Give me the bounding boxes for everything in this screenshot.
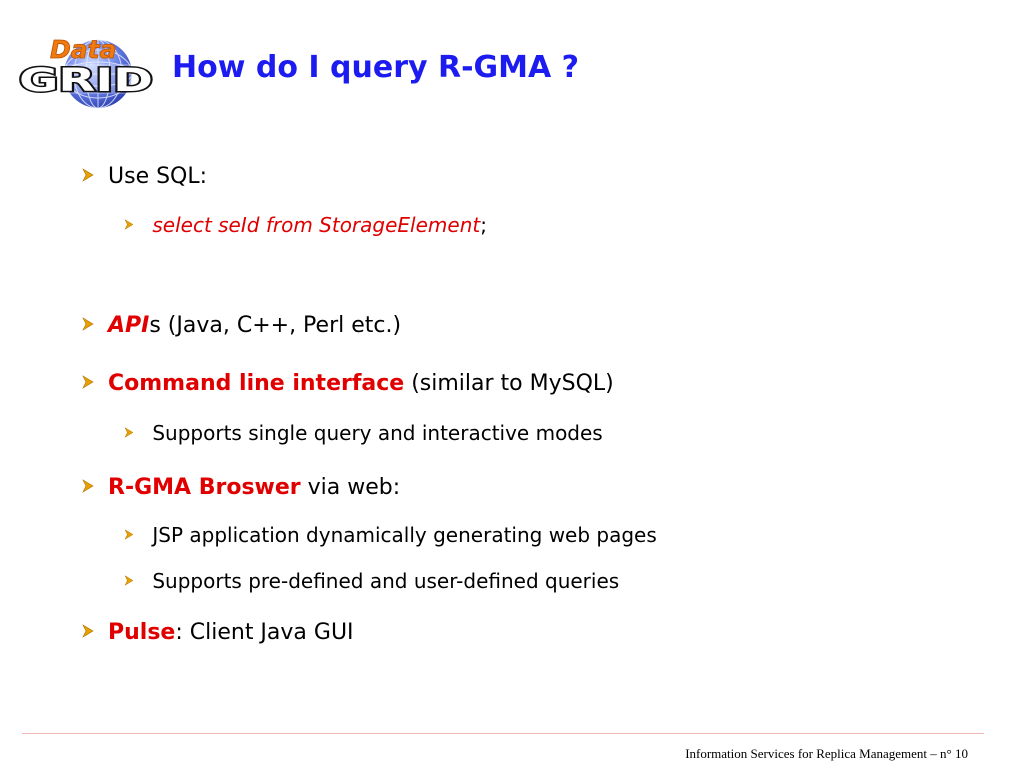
datagrid-logo-graphic: Data GRID — [18, 35, 155, 109]
datagrid-logo: Data GRID — [16, 34, 156, 110]
command-line-highlight: Command line interface — [108, 371, 405, 396]
apis-highlight: API — [108, 313, 150, 338]
sql-query-text: select seId from StorageElement — [152, 213, 481, 237]
logo-grid-text: GRID — [19, 61, 153, 99]
bullet-text: Supports pre-defined and user-defined qu… — [152, 569, 620, 593]
bullet-pulse: Pulse: Client Java GUI — [82, 620, 354, 645]
sql-query-semicolon: ; — [480, 213, 487, 237]
footer-text: Information Services for Replica Managem… — [685, 746, 968, 761]
bullet-sql-example: select seId from StorageElement; — [124, 213, 487, 237]
arrow-bullet-icon — [82, 479, 94, 493]
apis-rest: s (Java, C++, Perl etc.) — [149, 313, 402, 338]
footer-divider — [22, 733, 984, 734]
arrow-bullet-icon — [82, 317, 94, 331]
bullet-apis: APIs (Java, C++, Perl etc.) — [82, 313, 401, 338]
bullet-single-query: Supports single query and interactive mo… — [124, 421, 603, 445]
arrow-bullet-icon — [124, 529, 134, 540]
slide-title: How do I query R-GMA ? — [172, 50, 580, 85]
bullet-text: Use SQL: — [108, 164, 208, 189]
bullet-text: Supports single query and interactive mo… — [152, 421, 603, 445]
rgma-browser-highlight: R-GMA Broswer — [108, 475, 301, 500]
bullet-rgma-browser: R-GMA Broswer via web: — [82, 475, 400, 500]
command-line-rest: (similar to MySQL) — [404, 371, 614, 396]
arrow-bullet-icon — [124, 219, 134, 230]
arrow-bullet-icon — [124, 575, 134, 586]
rgma-browser-rest: via web: — [300, 475, 401, 500]
arrow-bullet-icon — [82, 375, 94, 389]
bullet-use-sql: Use SQL: — [82, 164, 207, 189]
logo-data-text: Data — [50, 35, 116, 64]
bullet-predefined-queries: Supports pre-defined and user-defined qu… — [124, 569, 619, 593]
pulse-highlight: Pulse — [108, 620, 176, 645]
arrow-bullet-icon — [124, 427, 134, 438]
bullet-jsp-application: JSP application dynamically generating w… — [124, 523, 657, 547]
bullet-text: JSP application dynamically generating w… — [152, 523, 657, 547]
pulse-rest: : Client Java GUI — [175, 620, 354, 645]
arrow-bullet-icon — [82, 168, 94, 182]
arrow-bullet-icon — [82, 624, 94, 638]
bullet-command-line: Command line interface (similar to MySQL… — [82, 371, 614, 396]
